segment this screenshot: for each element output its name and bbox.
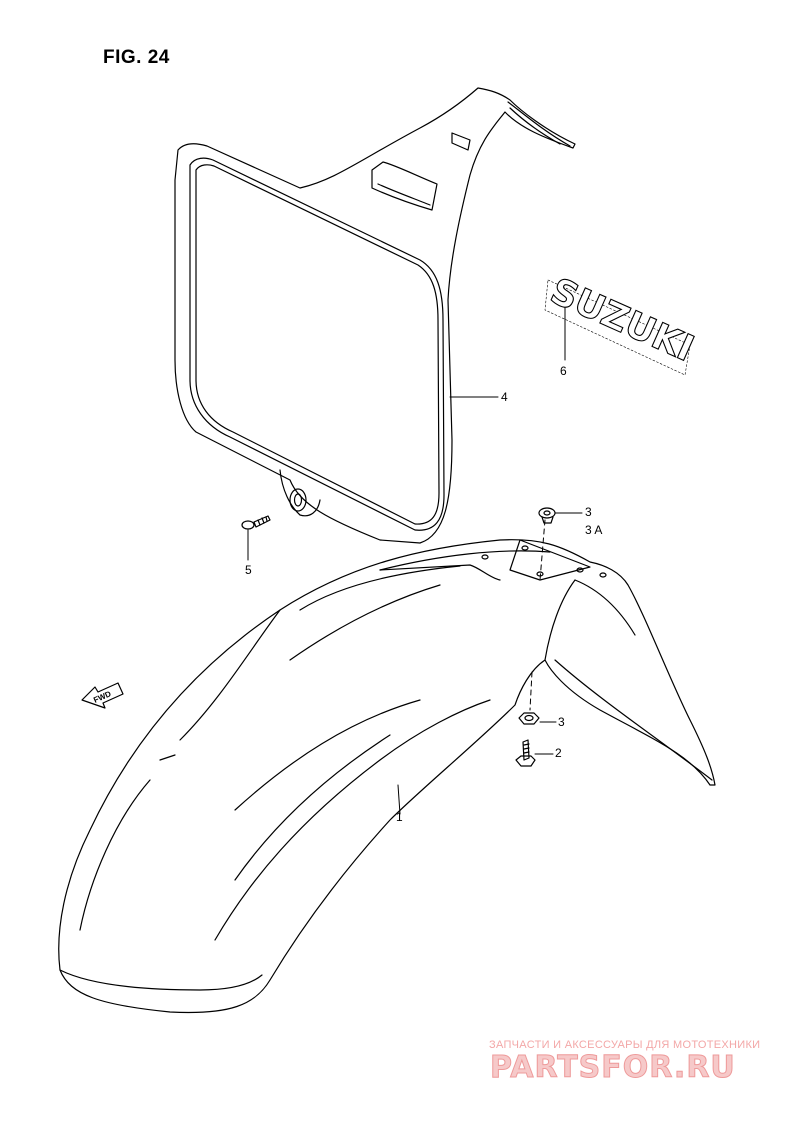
watermark-logo[interactable]: PARTSFOR.RU: [490, 1050, 736, 1086]
callout-3a: 3 A: [585, 523, 603, 537]
callout-3-upper: 3: [585, 505, 592, 519]
nut-3-lower: [518, 712, 540, 725]
callout-6: 6: [560, 364, 567, 378]
callout-2: 2: [555, 746, 562, 760]
callout-5: 5: [245, 563, 252, 577]
figure-title: FIG. 24: [103, 47, 170, 68]
washer-3-upper: [538, 507, 556, 524]
number-plate: [174, 87, 576, 544]
watermark-tagline: ЗАПЧАСТИ И АКСЕССУАРЫ ДЛЯ МОТОТЕХНИКИ: [489, 1039, 761, 1051]
front-fender: [58, 539, 716, 1014]
suzuki-emblem: [544, 279, 691, 376]
fwd-arrow: [81, 682, 124, 709]
bolt-2: [515, 739, 536, 767]
callout-4: 4: [501, 390, 508, 404]
screw-5: [241, 515, 271, 530]
callout-1: 1: [396, 810, 403, 824]
callout-3-lower: 3: [558, 715, 565, 729]
